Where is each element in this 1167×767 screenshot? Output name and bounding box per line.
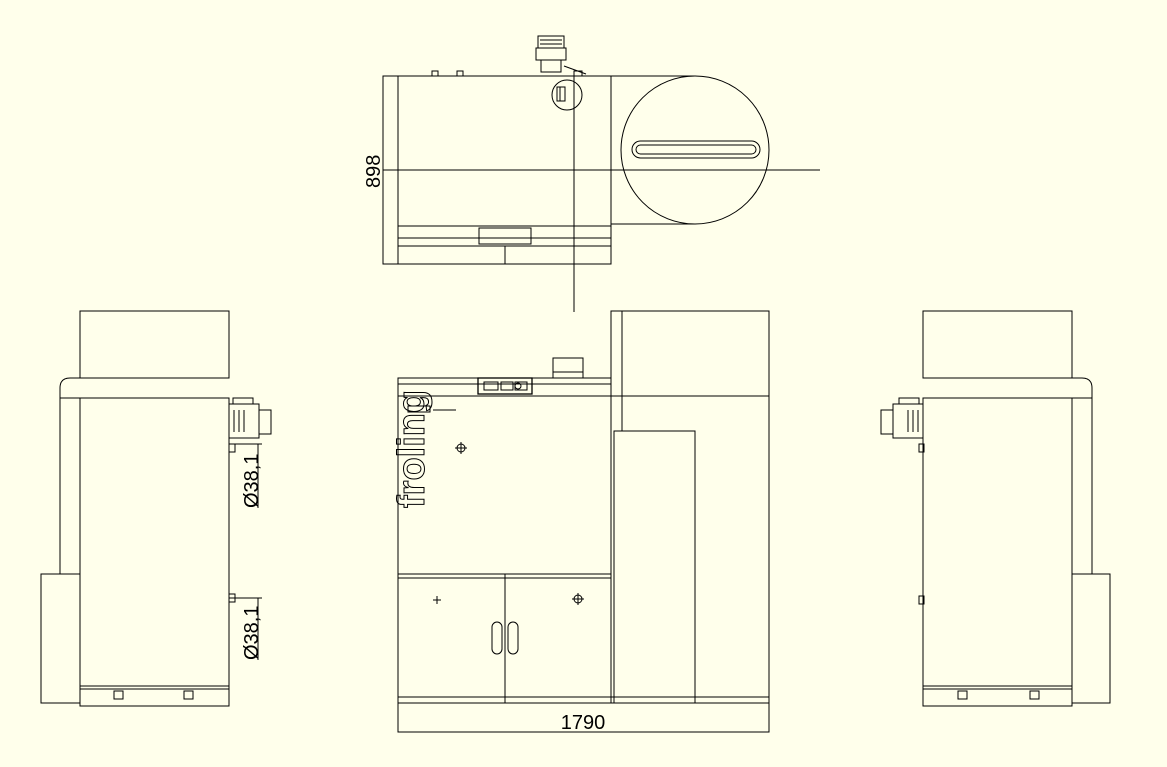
top-view: 898 <box>363 35 820 312</box>
lower-connection-diameter: Ø38,1 <box>241 606 263 660</box>
door-handle-left <box>491 621 503 655</box>
control-panel <box>477 377 533 395</box>
door-handle-right <box>507 621 519 655</box>
flue-outlet-icon <box>551 79 583 111</box>
side-motor-icon <box>228 397 272 439</box>
front-view: froling 1790 <box>391 310 770 734</box>
crosshair-icon <box>572 593 584 605</box>
crosshair-icon <box>433 596 441 604</box>
width-dimension-label: 1790 <box>561 712 606 734</box>
brand-logo: froling <box>391 390 433 508</box>
top-view-handle <box>478 227 532 245</box>
top-motor-icon <box>535 35 587 75</box>
right-side-view <box>880 310 1111 707</box>
crosshair-icon <box>455 442 467 454</box>
hopper-front <box>610 310 770 704</box>
depth-dimension-label: 898 <box>363 155 385 188</box>
left-side-view: Ø38,1 Ø38,1 <box>40 310 272 707</box>
side-motor-icon <box>880 397 924 439</box>
pellet-hopper-outline <box>620 75 770 225</box>
type-plate <box>407 405 431 413</box>
upper-connection-diameter: Ø38,1 <box>241 454 263 508</box>
